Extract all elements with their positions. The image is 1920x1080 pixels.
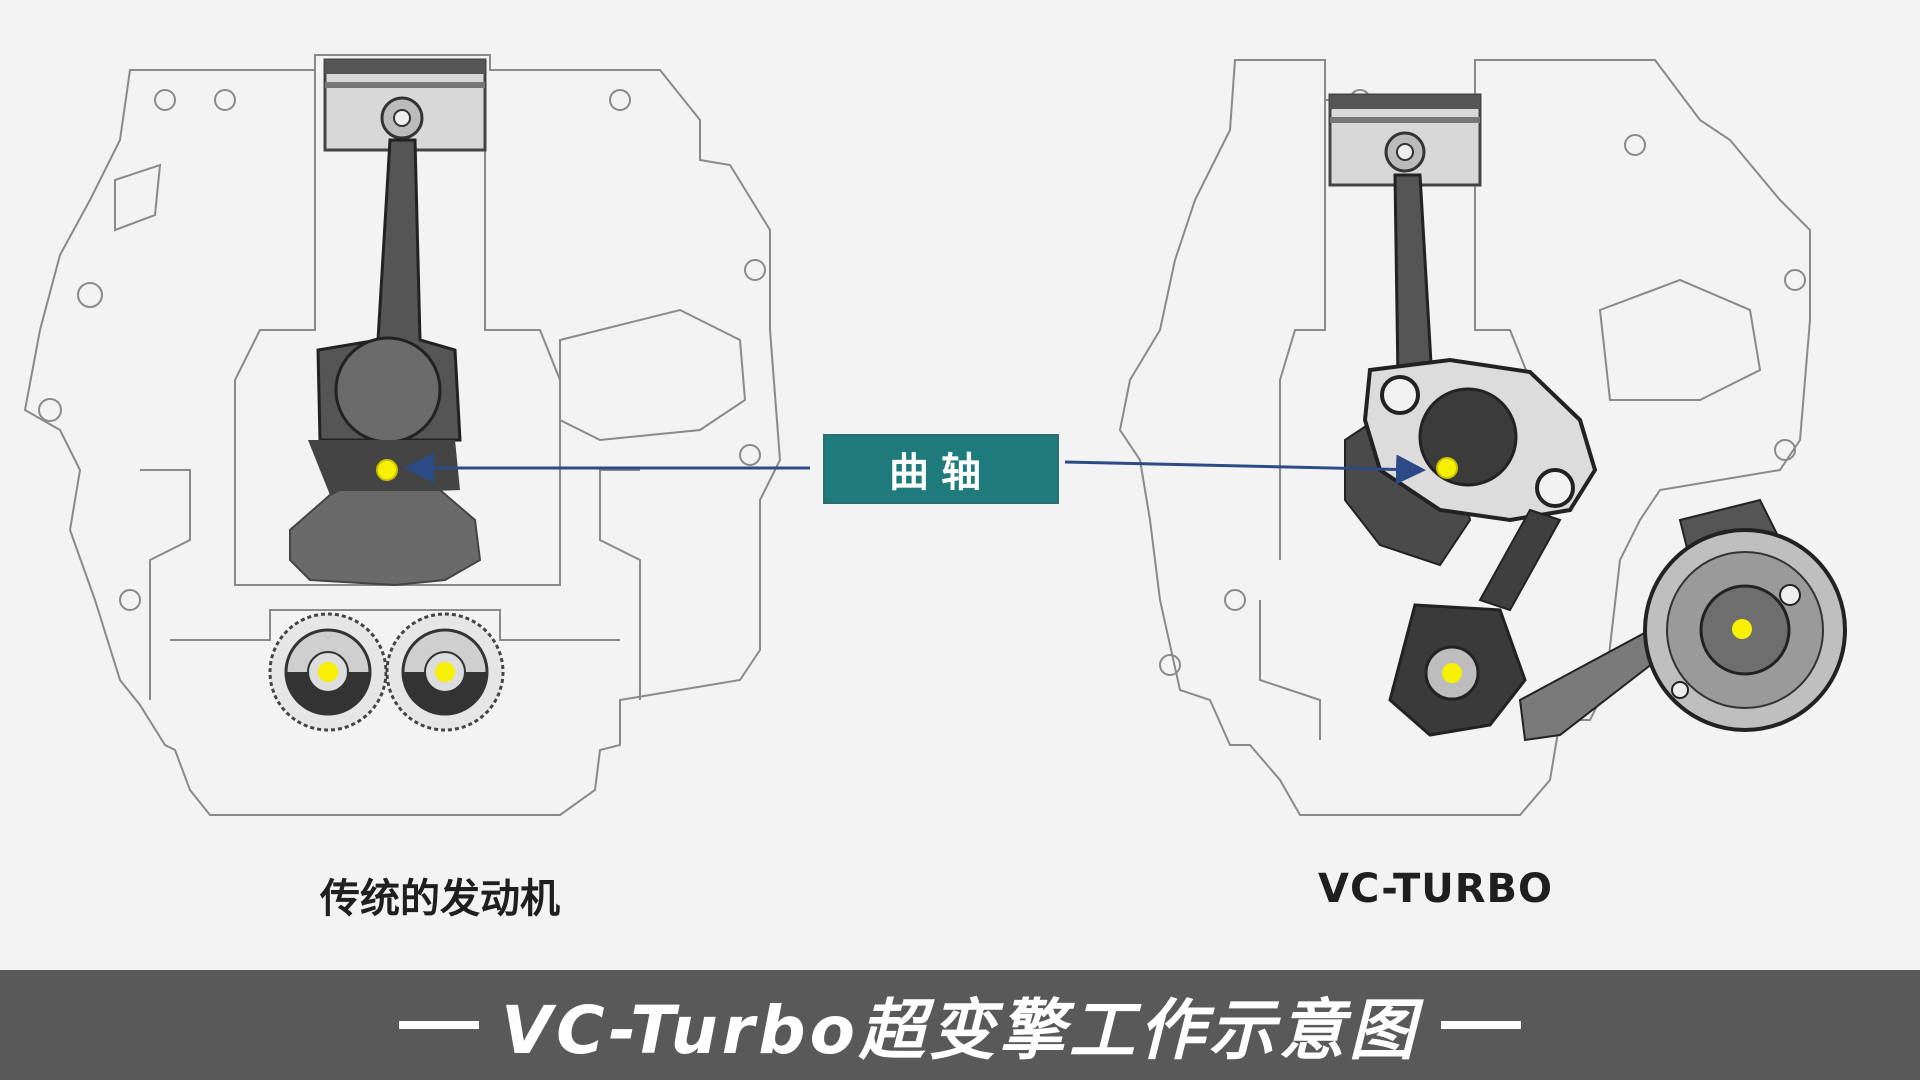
vcturbo-actuator (1643, 498, 1847, 732)
title-dash-left (399, 1021, 480, 1029)
balance-shaft-marker-left (318, 662, 338, 682)
vcturbo-control-link (1388, 508, 1672, 742)
vcturbo-crankshaft-marker (1436, 457, 1458, 479)
footer-title-bar: VC-Turbo超变擎工作示意图 (0, 970, 1920, 1080)
traditional-piston (323, 58, 487, 152)
traditional-crankshaft (289, 440, 482, 587)
vcturbo-crankshaft (1344, 357, 1598, 567)
traditional-balance-shafts (268, 612, 505, 732)
traditional-engine-block (23, 54, 782, 816)
actuator-marker (1732, 619, 1752, 639)
traditional-connecting-rod (316, 138, 462, 444)
footer-title: VC-Turbo超变擎工作示意图 (501, 992, 1419, 1069)
vcturbo-upper-link (1393, 173, 1434, 382)
traditional-engine-caption: 传统的发动机 (320, 876, 560, 922)
callout-arrow-right (1064, 454, 1426, 485)
crankshaft-callout-label: 曲轴 (823, 434, 1059, 504)
vcturbo-engine-block (1118, 59, 1811, 816)
traditional-crankshaft-marker (376, 459, 398, 481)
vcturbo-engine-caption: VC-TURBO (1318, 866, 1554, 912)
vcturbo-piston (1328, 93, 1482, 187)
control-shaft-marker (1442, 663, 1462, 683)
title-dash-right (1440, 1021, 1521, 1029)
balance-shaft-marker-right (435, 662, 455, 682)
